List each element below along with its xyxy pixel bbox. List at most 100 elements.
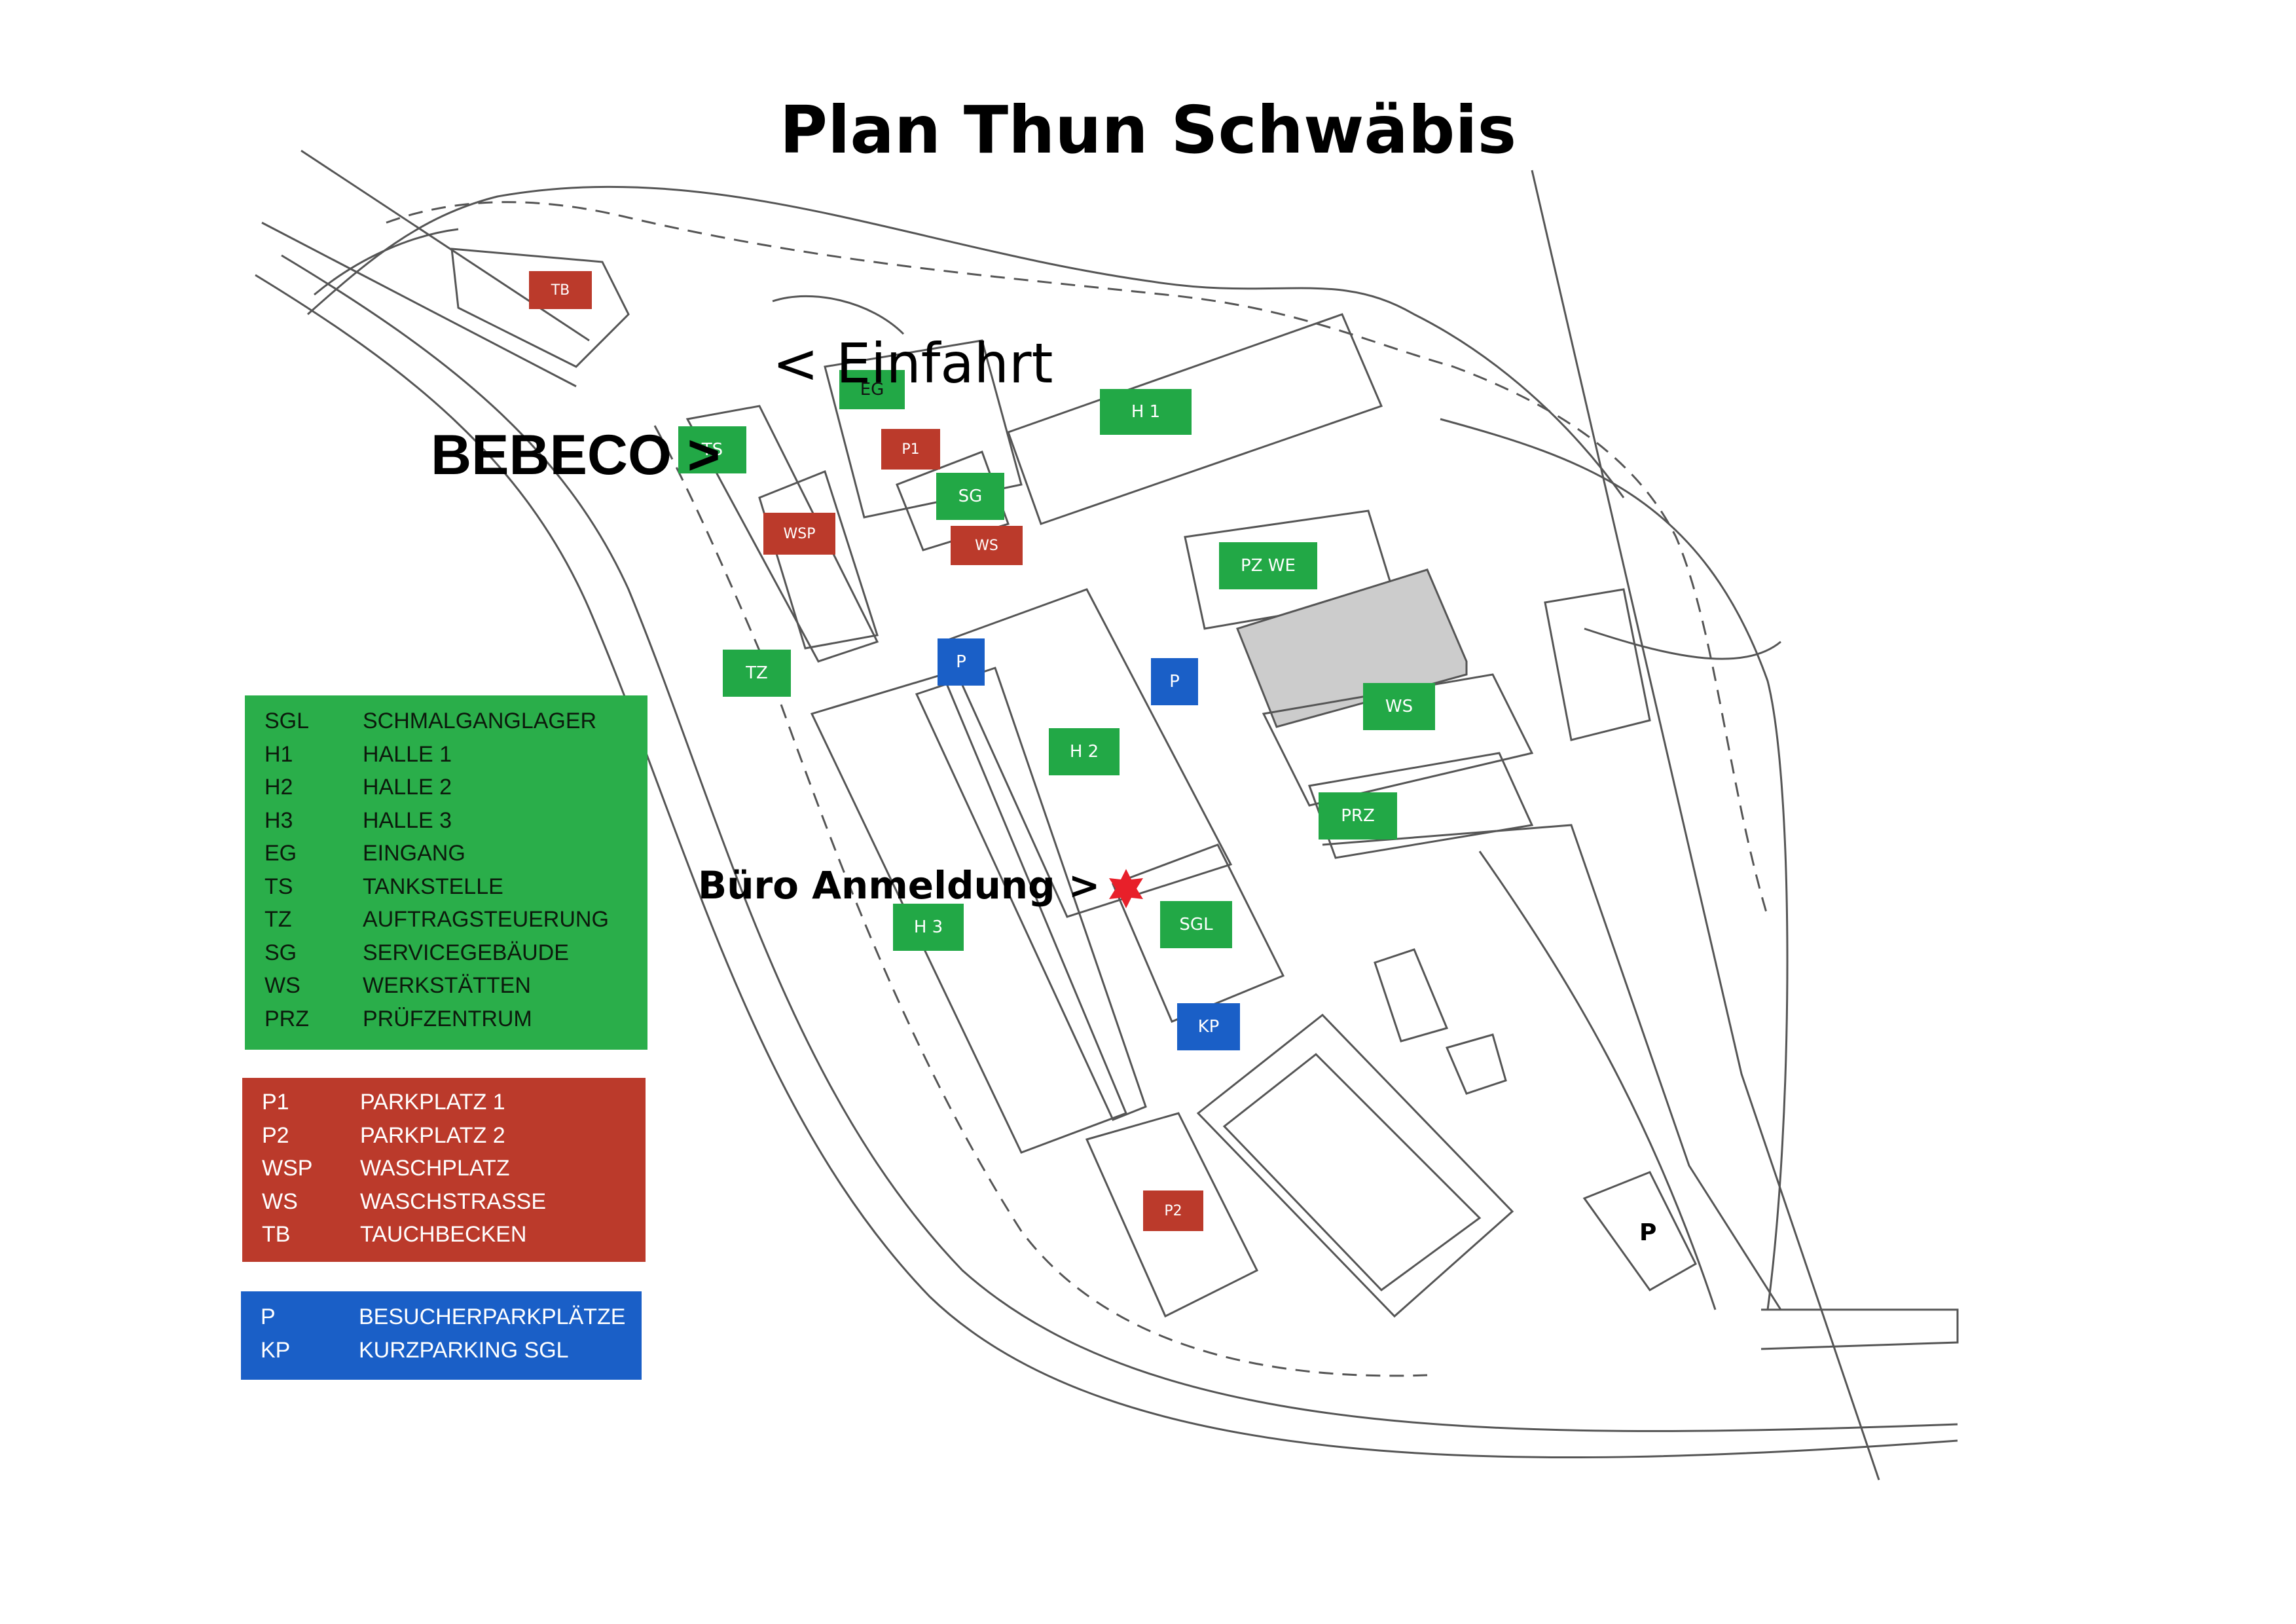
label-wsp[interactable]: WSP <box>763 513 835 555</box>
label-p2[interactable]: P2 <box>1143 1190 1203 1231</box>
legend-row: TS TANKSTELLE <box>245 870 647 904</box>
legend-name: PARKPLATZ 2 <box>360 1122 505 1148</box>
p2-area-outline <box>1085 1112 1259 1318</box>
callout-einfahrt: < Einfahrt <box>773 331 1053 396</box>
entry-road-c <box>314 228 459 296</box>
label-ts[interactable]: TS <box>678 426 746 473</box>
label-p-visitor-parking: P <box>1639 1219 1657 1246</box>
right-road <box>1584 627 1781 660</box>
legend-row: SG SERVICEGEBÄUDE <box>245 936 647 970</box>
top-road-dashed <box>386 201 1769 917</box>
lower-road-dashed <box>653 425 1428 1377</box>
east-road <box>1440 418 1789 1310</box>
label-ws-red[interactable]: WS <box>951 526 1023 565</box>
ts-area-outline <box>685 405 879 663</box>
label-kp[interactable]: KP <box>1177 1003 1240 1050</box>
legend-row: SGL SCHMALGANGLAGER <box>245 705 647 738</box>
label-prz[interactable]: PRZ <box>1319 792 1397 840</box>
callout-buero-anmeldung: Büro Anmeldung > <box>698 863 1101 908</box>
legend-visitor-parking: P BESUCHERPARKPLÄTZE KP KURZPARKING SGL <box>241 1291 642 1380</box>
right-annex <box>1544 588 1651 741</box>
label-tb[interactable]: TB <box>529 271 592 309</box>
legend-code: WS <box>264 973 301 998</box>
east-road-2 <box>1478 851 1717 1310</box>
legend-name: WASCHPLATZ <box>360 1156 510 1181</box>
legend-name: TAUCHBECKEN <box>360 1222 527 1247</box>
label-sgl[interactable]: SGL <box>1160 901 1232 948</box>
lower-cross-road <box>1322 824 1782 1310</box>
entry-ramp <box>772 295 905 335</box>
bottom-right-road <box>1760 1308 1959 1350</box>
legend-buildings: SGL SCHMALGANGLAGER H1 HALLE 1 H2 HALLE 2 H… <box>245 695 647 1050</box>
legend-code: P2 <box>262 1122 289 1148</box>
visitor-parking-outline <box>1582 1171 1697 1291</box>
label-ws-green[interactable]: WS <box>1363 683 1435 730</box>
boundary-curve-inner <box>281 254 1958 1432</box>
label-pz-we[interactable]: PZ WE <box>1219 542 1317 589</box>
legend-name: HALLE 2 <box>363 775 452 800</box>
entry-road-b <box>261 221 577 388</box>
legend-name: WERKSTÄTTEN <box>363 973 531 998</box>
legend-code: SG <box>264 940 297 965</box>
legend-name: SERVICEGEBÄUDE <box>363 940 569 965</box>
legend-name: PARKPLATZ 1 <box>360 1090 505 1115</box>
legend-name: BESUCHERPARKPLÄTZE <box>359 1304 626 1329</box>
legend-code: KP <box>261 1337 291 1363</box>
legend-name: SCHMALGANGLAGER <box>363 709 597 733</box>
label-h3[interactable]: H 3 <box>893 904 964 951</box>
label-h1[interactable]: H 1 <box>1100 389 1192 435</box>
legend-code: TS <box>264 874 293 899</box>
label-tz[interactable]: TZ <box>723 650 791 697</box>
legend-row: H1 HALLE 1 <box>245 738 647 771</box>
legend-name: WASCHSTRASSE <box>360 1189 547 1214</box>
legend-code: WS <box>262 1189 298 1214</box>
legend-code: TB <box>262 1222 291 1247</box>
hall-3-outline <box>810 673 1127 1154</box>
service-building-outline <box>896 451 1010 551</box>
wsp-area-outline <box>758 470 879 650</box>
label-p-visitor-left[interactable]: P <box>938 638 985 686</box>
small-building-1 <box>1374 948 1449 1043</box>
legend-row: KP KURZPARKING SGL <box>241 1334 642 1367</box>
legend-code: P <box>261 1304 276 1329</box>
tb-area <box>450 248 630 368</box>
lower-building-outline <box>1196 1013 1514 1318</box>
legend-name: HALLE 1 <box>363 741 452 767</box>
boundary-curve-outer <box>255 274 1958 1459</box>
label-sg[interactable]: SG <box>936 473 1004 520</box>
legend-row: PRZ PRÜFZENTRUM <box>245 1003 647 1036</box>
legend-code: WSP <box>262 1156 313 1181</box>
small-building-2 <box>1445 1033 1507 1095</box>
legend-row: WS WERKSTÄTTEN <box>245 969 647 1003</box>
parking-p1-area <box>824 339 1023 519</box>
legend-name: KURZPARKING SGL <box>359 1337 569 1363</box>
callout-bebeco: BEBECO > <box>431 424 721 487</box>
legend-row: WS WASCHSTRASSE <box>242 1185 646 1219</box>
legend-name: PRÜFZENTRUM <box>363 1006 532 1031</box>
legend-code: SGL <box>264 709 310 733</box>
legend-name: EINGANG <box>363 841 465 866</box>
label-p1[interactable]: P1 <box>881 429 940 470</box>
lower-building-inner <box>1222 1052 1482 1291</box>
entry-road-a <box>301 149 590 342</box>
label-h2[interactable]: H 2 <box>1049 728 1120 775</box>
hall-1-outline <box>1007 313 1383 525</box>
legend-code: PRZ <box>264 1006 309 1031</box>
legend-name: AUFTRAGSTEUERUNG <box>363 907 609 932</box>
sgl-outline <box>1112 843 1285 1023</box>
legend-row: WSP WASCHPLATZ <box>242 1152 646 1185</box>
office-star-icon[interactable] <box>1106 868 1146 910</box>
legend-name: HALLE 3 <box>363 807 452 833</box>
right-boundary <box>1531 170 1880 1481</box>
legend-code: H1 <box>264 741 293 767</box>
map-title: Plan Thun Schwäbis <box>779 92 1517 168</box>
label-eg[interactable]: EG <box>839 370 905 409</box>
legend-name: TANKSTELLE <box>363 874 503 899</box>
label-p-visitor-mid[interactable]: P <box>1151 658 1198 705</box>
legend-code: H2 <box>264 775 293 800</box>
